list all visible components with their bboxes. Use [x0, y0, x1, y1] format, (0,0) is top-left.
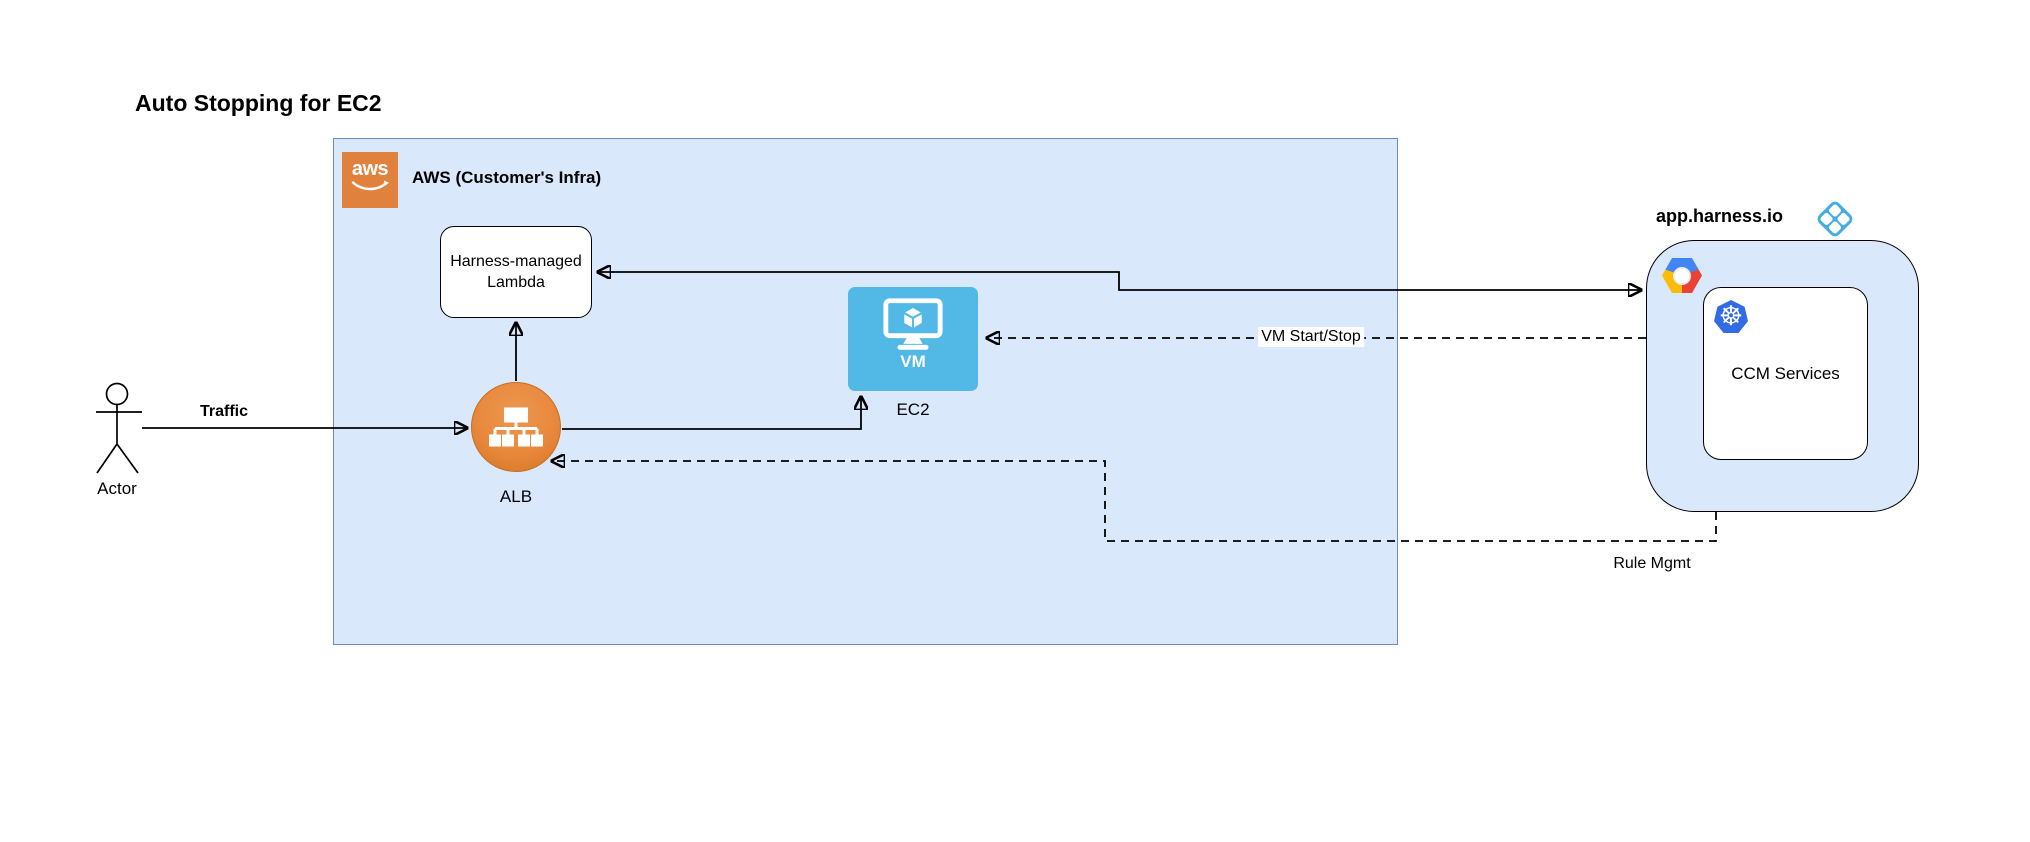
gcp-icon-center — [1673, 266, 1691, 285]
harness-group-label: app.harness.io — [1656, 206, 1784, 226]
aws-group-label: AWS (Customer's Infra) — [412, 168, 602, 187]
load-balancer-tree-icon — [489, 407, 543, 447]
kubernetes-wheel-glyph: ☸ — [1718, 301, 1744, 332]
ccm-label: CCM Services — [1731, 363, 1840, 383]
ec2-label: EC2 — [896, 400, 930, 419]
node-ec2-vm[interactable]: VM — [848, 287, 978, 391]
aws-logo-text: aws — [351, 158, 389, 180]
edge-rule-mgmt[interactable] — [552, 461, 1717, 542]
edge-alb-to-ec2[interactable] — [562, 397, 861, 430]
edge-ccm-lambda[interactable] — [598, 272, 1641, 290]
vm-caption: VM — [900, 352, 926, 371]
vm-monitor-icon — [883, 298, 943, 350]
aws-smile-icon — [351, 180, 390, 191]
lambda-label: Harness-managed Lambda — [450, 253, 582, 291]
actor-label: Actor — [97, 479, 137, 498]
edge-label-traffic: Traffic — [199, 403, 249, 420]
kubernetes-icon: ☸ — [1714, 300, 1748, 333]
aws-logo-icon: aws — [342, 152, 398, 208]
page-title: Auto Stopping for EC2 — [135, 90, 382, 116]
edge-label-rule-mgmt: Rule Mgmt — [1613, 555, 1691, 572]
node-harness-managed-lambda[interactable]: Harness-managed Lambda — [440, 226, 592, 318]
alb-label: ALB — [499, 487, 533, 506]
edge-label-vm-start-stop: VM Start/Stop — [1258, 327, 1364, 347]
node-alb[interactable] — [471, 382, 561, 472]
actor-stick-figure-icon[interactable] — [88, 380, 146, 476]
